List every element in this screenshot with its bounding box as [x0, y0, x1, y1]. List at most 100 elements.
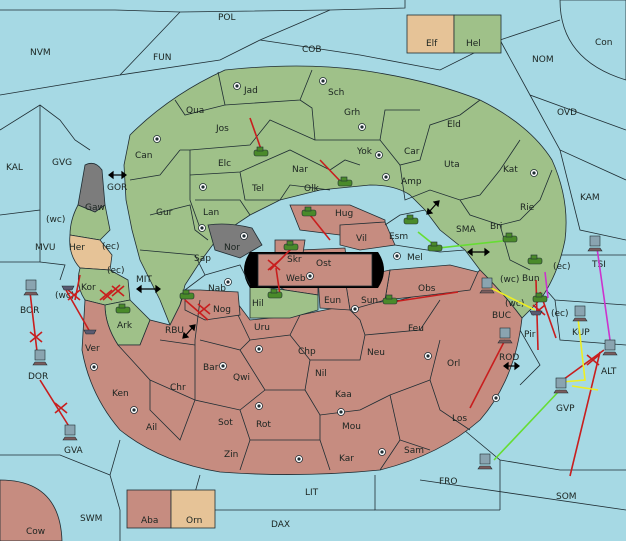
- svg-text:Lan: Lan: [203, 208, 219, 218]
- land-ring-green[interactable]: [123, 65, 567, 326]
- label-Cow: Cow: [26, 527, 45, 537]
- svg-text:(wc): (wc): [500, 275, 519, 285]
- label-COB: COB: [302, 45, 322, 55]
- svg-text:(ec): (ec): [551, 309, 569, 319]
- sea-labels: POL NVM FUN COB NOM Con KAL GVG OVD KAM …: [6, 13, 617, 537]
- label-KUP: KUP: [572, 328, 590, 338]
- svg-text:Rot: Rot: [256, 420, 271, 430]
- label-GOR: GOR: [107, 183, 127, 193]
- svg-text:Neu: Neu: [367, 348, 385, 358]
- legend-top: Elf Hel: [406, 14, 502, 54]
- svg-text:Nog: Nog: [213, 305, 231, 315]
- svg-text:Pir: Pir: [524, 330, 536, 340]
- svg-text:Nil: Nil: [315, 369, 327, 379]
- svg-text:Web: Web: [286, 274, 306, 284]
- svg-text:Sot: Sot: [218, 418, 233, 428]
- svg-text:Amp: Amp: [401, 177, 422, 187]
- label-KAM: KAM: [580, 193, 600, 203]
- svg-text:Qua: Qua: [186, 106, 204, 116]
- green-province-borders: [129, 69, 553, 291]
- svg-text:Yok: Yok: [356, 147, 373, 157]
- svg-text:Sam: Sam: [404, 446, 424, 456]
- svg-text:(wc): (wc): [46, 215, 65, 225]
- svg-text:Can: Can: [135, 151, 153, 161]
- svg-text:(wc): (wc): [55, 291, 74, 301]
- svg-text:Car: Car: [404, 147, 420, 157]
- label-MIT: MIT: [136, 275, 152, 285]
- province-Vil[interactable]: [339, 221, 396, 251]
- label-NVM: NVM: [30, 48, 51, 58]
- svg-text:Olk: Olk: [304, 184, 320, 194]
- double-arrow-icons: [108, 170, 520, 371]
- label-ALT: ALT: [601, 367, 617, 377]
- svg-text:Eld: Eld: [447, 120, 461, 130]
- label-DOR: DOR: [28, 372, 48, 382]
- svg-text:Hel: Hel: [466, 39, 481, 49]
- svg-text:Chp: Chp: [298, 347, 316, 357]
- svg-text:Jos: Jos: [215, 124, 229, 134]
- svg-text:Aba: Aba: [141, 516, 158, 526]
- svg-text:(ec): (ec): [553, 262, 571, 272]
- svg-text:Eun: Eun: [324, 296, 341, 306]
- green-order-arrow-2: [493, 389, 561, 461]
- label-TSI: TSI: [591, 260, 606, 270]
- svg-text:Kar: Kar: [339, 454, 354, 464]
- svg-text:(ec): (ec): [107, 266, 125, 276]
- label-DAX: DAX: [271, 520, 290, 530]
- svg-text:Her: Her: [69, 243, 85, 253]
- failed-order-icons: [29, 259, 600, 414]
- svg-text:(wc): (wc): [505, 299, 524, 309]
- legend-orn: [170, 489, 216, 529]
- svg-text:Bar: Bar: [203, 363, 219, 373]
- province-Kor[interactable]: [77, 267, 131, 306]
- svg-text:Hug: Hug: [335, 209, 353, 219]
- province-Her[interactable]: [69, 234, 113, 271]
- svg-text:Hil: Hil: [252, 299, 264, 309]
- svg-text:Elc: Elc: [218, 159, 231, 169]
- label-POL: POL: [218, 13, 236, 23]
- label-KAL: KAL: [6, 163, 23, 173]
- svg-text:Obs: Obs: [418, 284, 436, 294]
- label-BUC: BUC: [492, 311, 511, 321]
- province-Gaw[interactable]: [69, 204, 111, 241]
- label-FUN: FUN: [153, 53, 172, 63]
- svg-text:Vil: Vil: [356, 234, 367, 244]
- svg-text:Sap: Sap: [194, 254, 211, 264]
- svg-text:Nor: Nor: [224, 243, 240, 253]
- label-FRO: FRO: [439, 477, 458, 487]
- svg-text:Ail: Ail: [146, 423, 157, 433]
- label-GVP: GVP: [556, 404, 575, 414]
- label-GVA: GVA: [64, 446, 84, 456]
- svg-text:Kaa: Kaa: [335, 390, 352, 400]
- svg-text:Zin: Zin: [224, 450, 238, 460]
- svg-text:Nab: Nab: [208, 284, 226, 294]
- svg-text:Skr: Skr: [287, 255, 302, 265]
- label-GVG: GVG: [52, 158, 72, 168]
- label-RBU: RBU: [165, 326, 184, 336]
- svg-text:Ost: Ost: [316, 259, 332, 269]
- legend-elf: [406, 14, 455, 54]
- svg-text:Mou: Mou: [342, 422, 361, 432]
- svg-text:Ken: Ken: [112, 389, 129, 399]
- red-province-borders: [117, 299, 471, 471]
- svg-text:Sun: Sun: [361, 296, 378, 306]
- legend-hel: [453, 14, 502, 54]
- label-LIT: LIT: [305, 488, 319, 498]
- label-SWM: SWM: [80, 514, 102, 524]
- tank-icons: [115, 146, 548, 314]
- province-Hil[interactable]: [249, 284, 319, 319]
- svg-text:Orn: Orn: [186, 516, 202, 526]
- province-Nor-dark[interactable]: [207, 223, 263, 259]
- svg-text:Chr: Chr: [170, 383, 186, 393]
- svg-text:Mel: Mel: [407, 253, 423, 263]
- svg-text:Elf: Elf: [426, 39, 438, 49]
- svg-text:Orl: Orl: [447, 359, 460, 369]
- svg-text:Jad: Jad: [243, 86, 258, 96]
- supply-center-icons: [90, 40, 538, 502]
- yellow-order-arrows: [484, 284, 599, 391]
- svg-text:Bri: Bri: [490, 222, 502, 232]
- svg-text:Ark: Ark: [117, 321, 133, 331]
